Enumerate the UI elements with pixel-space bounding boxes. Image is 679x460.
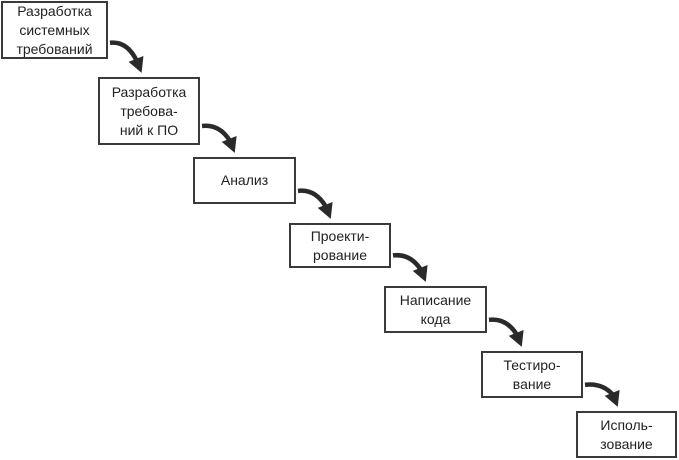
stage-label-line: требований xyxy=(16,40,93,57)
arrow-head xyxy=(221,135,237,153)
stage-label-line: Исполь- xyxy=(600,416,653,433)
stage-coding: Написание кода xyxy=(384,286,487,333)
stage-system-requirements: Разработка системных требований xyxy=(1,1,108,59)
flow-arrow xyxy=(201,123,237,153)
stage-label-line: вание xyxy=(512,375,552,392)
stage-label-line: системных xyxy=(19,21,90,38)
stage-software-requirements: Разработка требова- ний к ПО xyxy=(98,77,200,145)
stage-label-line: зование xyxy=(600,435,653,452)
stage-label-line: Тестиро- xyxy=(503,356,561,373)
arrow-head xyxy=(317,201,333,219)
flow-arrow xyxy=(584,382,620,407)
stage-operation: Исполь- зование xyxy=(576,411,677,458)
flow-arrow xyxy=(109,40,144,73)
arrow-shaft xyxy=(109,40,139,63)
flow-arrow xyxy=(488,317,524,347)
arrow-shaft xyxy=(584,382,615,397)
stage-label-line: требова- xyxy=(120,102,178,119)
arrow-shaft xyxy=(201,123,232,143)
stage-analysis: Анализ xyxy=(193,157,296,204)
stage-label-line: Проекти- xyxy=(310,227,370,244)
arrow-shaft xyxy=(392,252,423,272)
flow-arrow xyxy=(392,252,428,282)
stage-testing: Тестиро- вание xyxy=(481,351,583,398)
stage-label-line: кода xyxy=(420,310,451,327)
arrow-shaft xyxy=(297,188,328,209)
stage-design: Проекти- рование xyxy=(289,223,391,268)
arrow-head xyxy=(604,389,620,407)
stage-label-line: рование xyxy=(313,246,367,263)
stage-label-line: Анализ xyxy=(220,172,269,188)
arrow-head xyxy=(128,55,144,73)
stage-label-line: Разработка xyxy=(111,83,187,100)
flow-arrow xyxy=(297,188,333,219)
stage-label-line: Разработка xyxy=(17,2,92,19)
arrow-head xyxy=(508,329,524,347)
stage-label-line: ний к ПО xyxy=(119,121,179,138)
stage-label-line: Написание xyxy=(399,291,472,308)
arrow-head xyxy=(412,264,428,282)
arrow-shaft xyxy=(488,317,519,337)
